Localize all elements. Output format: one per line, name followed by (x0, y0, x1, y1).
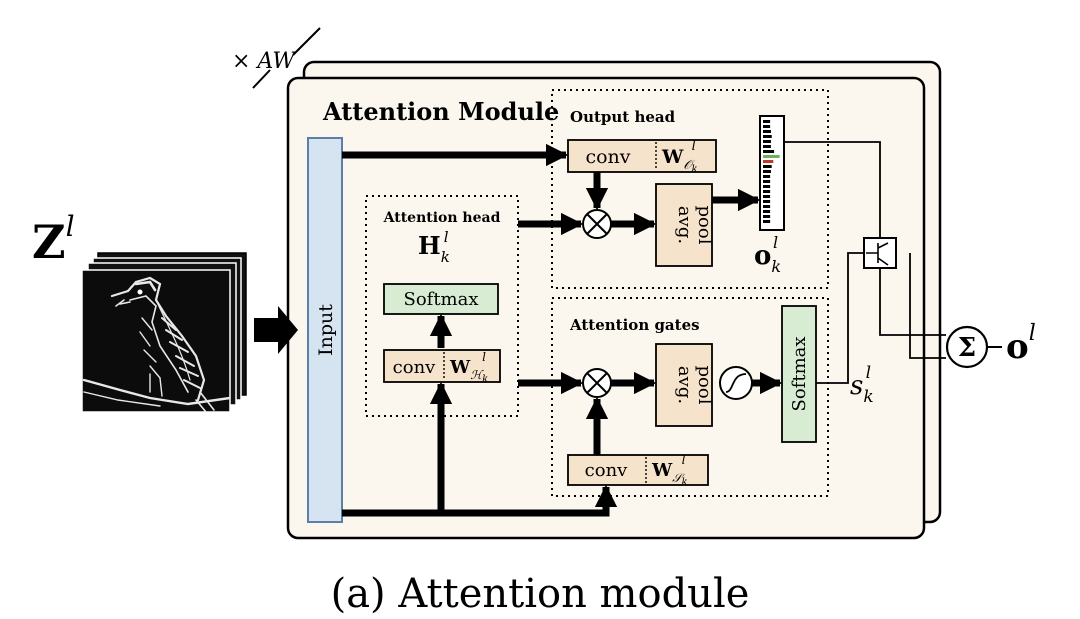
gates-multiply-cross-b (586, 372, 608, 394)
gates-conv-box (567, 454, 709, 486)
output-bar (763, 180, 771, 183)
output-bar (763, 170, 771, 173)
thin-connectors (784, 141, 946, 384)
gate-switch-symbol (866, 242, 889, 266)
output-head-title: Output head (570, 108, 676, 126)
output-bar (763, 185, 771, 188)
output-conv-label: conv (585, 146, 630, 168)
output-bar (763, 220, 771, 223)
output-bar (763, 160, 774, 163)
output-bar (763, 200, 771, 203)
output-bar (763, 215, 771, 218)
output-pool-box (655, 183, 713, 267)
output-bar (763, 210, 771, 213)
output-conv-box (567, 139, 717, 173)
output-bar (763, 145, 771, 148)
line-gate-to-sum-top (879, 268, 946, 336)
output-bar (763, 155, 780, 158)
output-bar (763, 205, 771, 208)
output-bar (763, 140, 771, 143)
arrow-input-bottom-line (342, 484, 618, 517)
image-stack-1 (81, 269, 231, 413)
output-o-label: okl (754, 233, 781, 276)
line-bars-to-gate (784, 141, 881, 238)
input-label: Input (315, 304, 337, 356)
sigmoid-node (719, 366, 753, 400)
attention-head-title: Attention head (383, 210, 501, 226)
output-pool-label-1: avg. (674, 206, 695, 244)
output-bar (763, 130, 771, 133)
output-bar (763, 125, 771, 128)
output-bar (763, 120, 771, 123)
output-bar (763, 195, 771, 198)
output-bar (763, 150, 775, 153)
output-pool-label-2: pool (694, 206, 715, 245)
output-multiply-cross-b (586, 213, 608, 235)
stack-slash-bottom (252, 69, 271, 89)
output-bar (763, 165, 772, 168)
attention-conv-label: conv (393, 357, 437, 378)
attention-softmax-box (383, 283, 499, 315)
module-title: Attention Module (322, 97, 559, 126)
bird-feature-map (82, 276, 230, 412)
attention-conv-weight: Wℋkl (449, 350, 488, 385)
z-label: Zl (32, 210, 75, 269)
output-bar (763, 175, 771, 178)
output-head-region (551, 89, 829, 289)
attention-h-label: Hkl (418, 228, 450, 266)
gates-softmax-box (781, 305, 817, 443)
sigmoid-icon (725, 373, 747, 393)
line-gate-to-sum-bottom (909, 253, 946, 359)
gates-conv-label: conv (585, 460, 629, 481)
gates-softmax-label: Softmax (789, 336, 810, 411)
flow-arrows (342, 143, 783, 517)
attention-gates-title: Attention gates (569, 316, 700, 334)
attention-gates-region (551, 297, 829, 497)
gates-s-label: skl (850, 363, 874, 407)
input-bar (307, 137, 343, 523)
attention-softmax-label: Softmax (403, 289, 478, 310)
output-bars (763, 120, 780, 223)
final-output-label: ol (1006, 321, 1036, 367)
input-arrow (254, 306, 298, 354)
gates-pool-label-2: pool (694, 366, 715, 405)
line-softmax-to-gate (816, 252, 864, 384)
stack-slash-top (292, 27, 321, 56)
output-bar (763, 135, 772, 138)
multiplier-label: × AW (232, 49, 297, 74)
attention-conv-box (383, 349, 501, 383)
figure-caption: (a) Attention module (331, 571, 750, 617)
output-bar (763, 190, 771, 193)
gates-pool-box (655, 343, 713, 427)
gates-pool-label-1: avg. (674, 366, 695, 404)
sum-symbol: Σ (958, 333, 976, 363)
